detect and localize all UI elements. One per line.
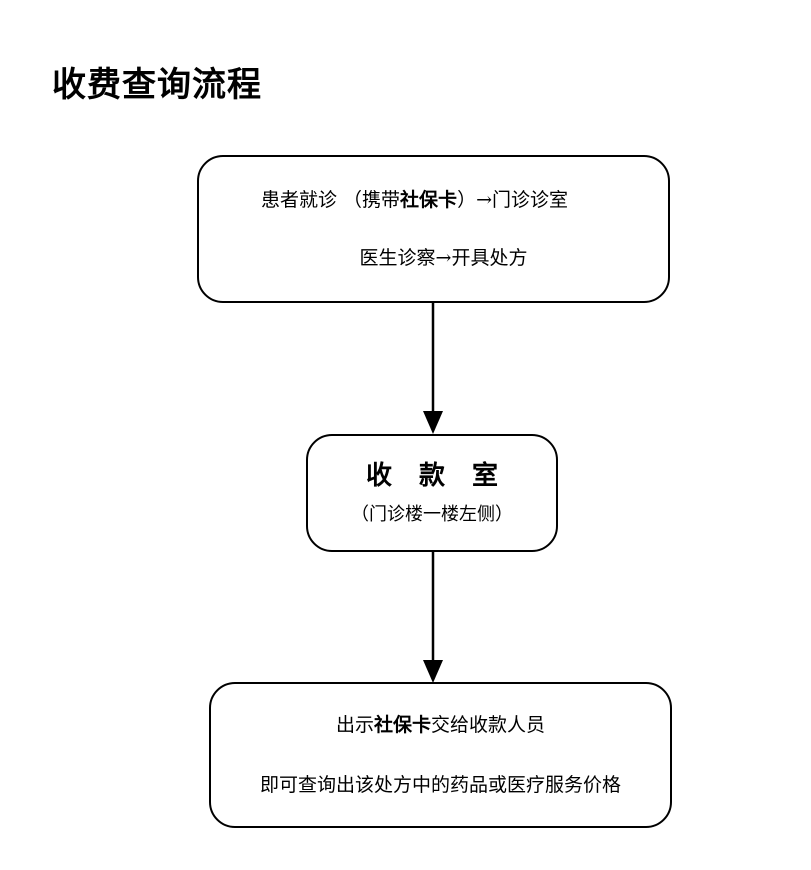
consult-line1-bold-term: 社保卡 [400, 189, 458, 211]
flow-node-consult: 患者就诊 （携带社保卡）→门诊诊室 医生诊察→开具处方 [197, 155, 670, 303]
query-line1-prefix: 出示 [335, 714, 374, 736]
consult-line1-suffix: ）→门诊诊室 [457, 189, 568, 211]
flow-node-query: 出示社保卡交给收款人员 即可查询出该处方中的药品或医疗服务价格 [209, 682, 672, 828]
flow-node-cashier: 收 款 室 （门诊楼一楼左侧） [306, 434, 558, 552]
page-title: 收费查询流程 [52, 64, 262, 105]
query-line1-suffix: 交给收款人员 [431, 714, 546, 736]
flow-node-query-line-2: 即可查询出该处方中的药品或医疗服务价格 [259, 774, 621, 796]
flow-node-cashier-subtitle: （门诊楼一楼左侧） [351, 504, 513, 525]
connector-cashier-to-query [418, 552, 448, 684]
flow-node-cashier-title: 收 款 室 [365, 461, 508, 491]
connector-consult-to-cashier [418, 303, 448, 435]
flow-node-query-line-1: 出示社保卡交给收款人员 [336, 712, 545, 738]
flow-node-consult-line-1: 患者就诊 （携带社保卡）→门诊诊室 [261, 187, 568, 213]
flow-node-consult-line-2: 医生诊察→开具处方 [359, 247, 528, 269]
query-line1-bold-term: 社保卡 [373, 714, 431, 736]
consult-line1-prefix: 患者就诊 （携带 [261, 189, 401, 211]
